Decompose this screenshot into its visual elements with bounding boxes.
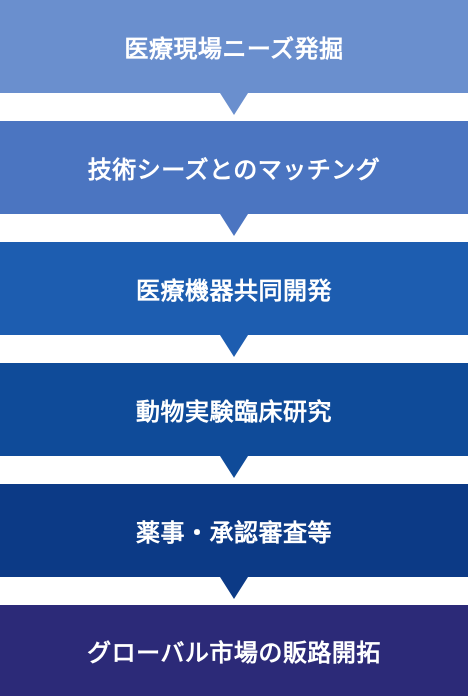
step-1-needs-discovery: 医療現場ニーズ発掘 bbox=[0, 0, 468, 115]
down-arrow-icon bbox=[220, 214, 248, 236]
step-3-joint-development: 医療機器共同開発 bbox=[0, 242, 468, 357]
step-4-label: 動物実験臨床研究 bbox=[136, 398, 332, 426]
step-2-label: 技術シーズとのマッチング bbox=[87, 156, 381, 184]
down-arrow-icon bbox=[220, 335, 248, 357]
step-4-clinical-research: 動物実験臨床研究 bbox=[0, 363, 468, 478]
step-3-label: 医療機器共同開発 bbox=[136, 277, 332, 305]
step-1-label: 医療現場ニーズ発掘 bbox=[124, 35, 344, 63]
down-arrow-icon bbox=[220, 456, 248, 478]
down-arrow-icon bbox=[220, 577, 248, 599]
step-2-seeds-matching: 技術シーズとのマッチング bbox=[0, 121, 468, 236]
step-6-label: グローバル市場の販路開拓 bbox=[87, 639, 381, 667]
step-5-label: 薬事・承認審査等 bbox=[136, 519, 332, 547]
step-5-regulatory-approval: 薬事・承認審査等 bbox=[0, 484, 468, 599]
step-6-global-market: グローバル市場の販路開拓 bbox=[0, 605, 468, 696]
down-arrow-icon bbox=[220, 93, 248, 115]
